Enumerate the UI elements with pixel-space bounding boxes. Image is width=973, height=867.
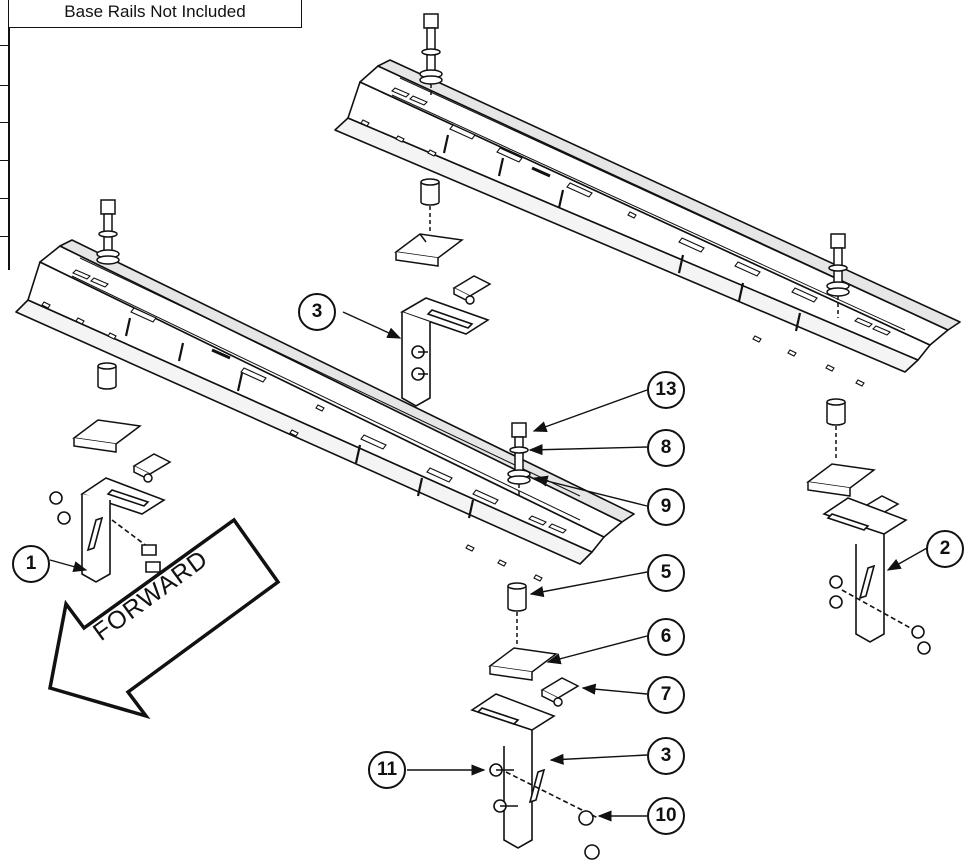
- rear-rail: [334, 59, 961, 373]
- leader-lines: [49, 311, 928, 822]
- front-rail-ribs: [124, 317, 475, 519]
- plate-front-left: [72, 419, 142, 453]
- bracket-3-top: [400, 297, 490, 407]
- bolt-stack-rear-right: [826, 233, 850, 318]
- callout-7: 7: [647, 676, 685, 714]
- bracket-2: [822, 497, 931, 655]
- callout-3-top: 3: [298, 293, 336, 331]
- table-row-divider: [0, 85, 10, 86]
- callout-10: 10: [647, 797, 685, 835]
- rear-rail-stamp: [531, 166, 551, 178]
- callout-3-bottom: 3: [647, 737, 685, 775]
- callout-8: 8: [647, 429, 685, 467]
- spacer-rear-right: [826, 398, 846, 460]
- spacer-front-right: [507, 582, 527, 644]
- callout-1: 1: [12, 545, 50, 583]
- front-rail-stamp: [211, 348, 231, 360]
- plate-front-right: [488, 647, 558, 681]
- bolt-stack-front-right: [507, 422, 531, 498]
- note-box: Base Rails Not Included: [8, 0, 302, 28]
- spacer-front-left: [97, 362, 117, 390]
- table-row-divider: [0, 198, 10, 199]
- callout-5: 5: [647, 554, 685, 592]
- plate-rear-right: [806, 463, 876, 497]
- table-row-divider: [0, 236, 10, 237]
- front-rail: [15, 239, 635, 565]
- table-row-divider: [0, 45, 10, 46]
- parts-table-edge: [0, 0, 10, 270]
- bracket-1: [49, 477, 166, 583]
- rear-rail-slots: [360, 87, 891, 387]
- plate-rear-left: [394, 233, 464, 267]
- callout-9: 9: [647, 488, 685, 526]
- spacer-rear-left: [420, 178, 440, 232]
- callout-6: 6: [647, 618, 685, 656]
- table-row-divider: [0, 122, 10, 123]
- table-row-divider: [0, 160, 10, 161]
- callout-11: 11: [368, 751, 406, 789]
- bracket-3-bottom: [470, 693, 600, 860]
- callout-2: 2: [926, 530, 964, 568]
- front-rail-slots: [41, 269, 567, 582]
- rear-rail-ribs: [442, 134, 802, 332]
- callout-13: 13: [647, 371, 685, 409]
- bolt-stack-rear-left: [419, 13, 443, 96]
- forward-arrow: [47, 517, 281, 720]
- bolt-stack-front-left: [96, 199, 120, 265]
